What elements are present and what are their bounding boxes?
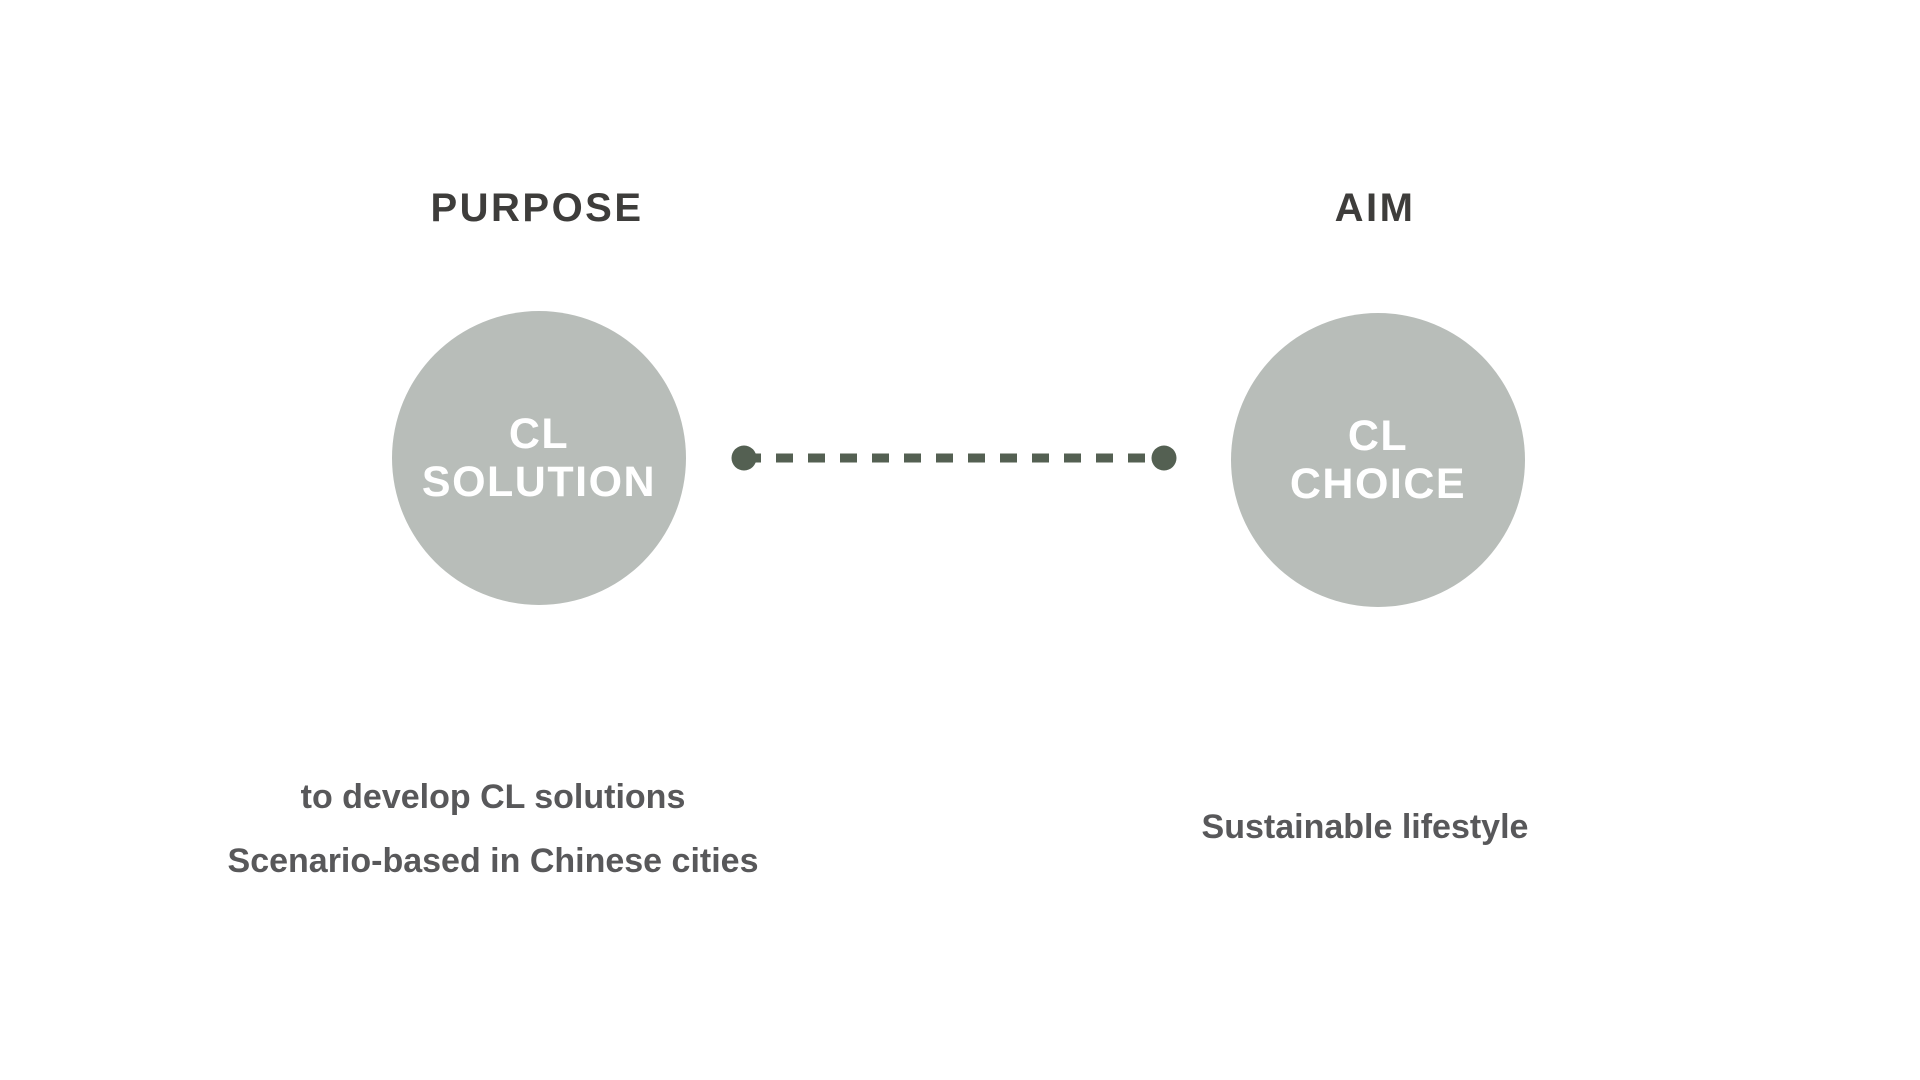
connector [731, 445, 1177, 471]
cl-solution-label-line1: CL [508, 409, 570, 458]
cl-solution-node: CL SOLUTION [392, 311, 686, 605]
cl-choice-node: CL CHOICE [1231, 313, 1525, 607]
purpose-heading: PURPOSE [430, 186, 644, 230]
aim-note: Sustainable lifestyle [1201, 808, 1529, 846]
purpose-note-line1: to develop CL solutions [300, 778, 686, 816]
cl-choice-label-line1: CL [1347, 411, 1409, 460]
aim-heading: AIM [1334, 186, 1416, 230]
cl-choice-node-label: CL CHOICE [1290, 412, 1466, 508]
purpose-note-line2: Scenario-based in Chinese cities [227, 842, 759, 880]
cl-solution-node-label: CL SOLUTION [422, 410, 656, 506]
connector-dot-left [731, 445, 757, 471]
cl-choice-label-line2: CHOICE [1289, 460, 1467, 508]
cl-solution-label-line2: SOLUTION [421, 458, 657, 506]
connector-dot-right [1151, 445, 1177, 471]
